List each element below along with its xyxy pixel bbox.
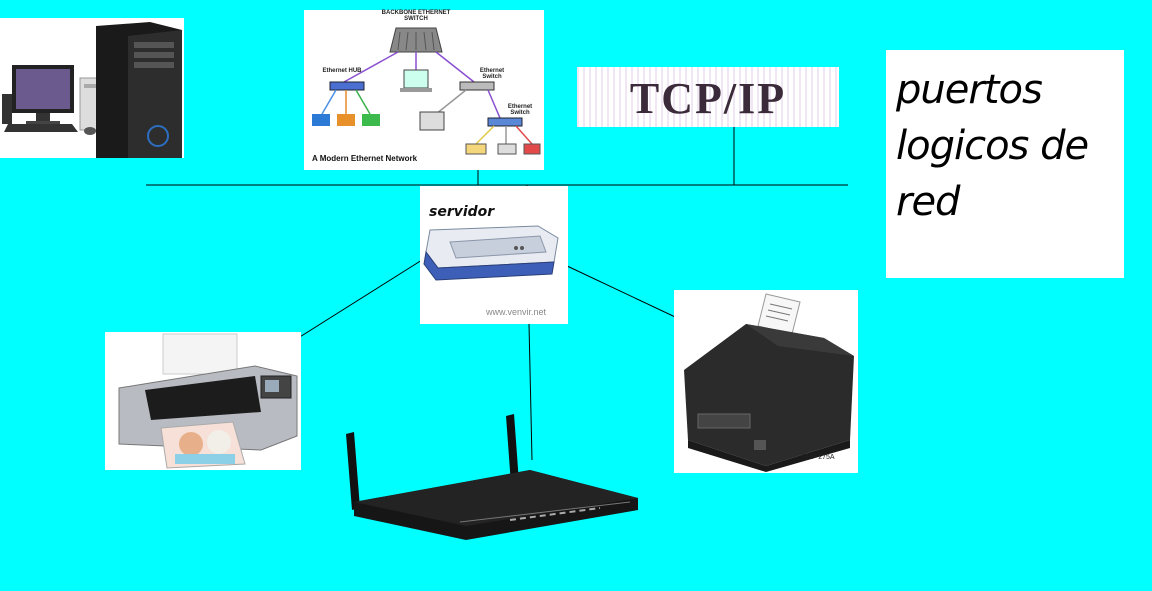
inkjet-printer-image bbox=[105, 332, 301, 470]
receipt-printer-model: SRP 275A bbox=[802, 454, 835, 461]
note-box: puertos logicos de red bbox=[886, 50, 1124, 278]
tcp-ip-image: TCP/IP bbox=[577, 67, 839, 127]
receipt-printer-image: SRP 275A bbox=[674, 290, 858, 473]
note-text: puertos logicos de red bbox=[896, 67, 1089, 225]
backbone-switch-label: BACKBONE ETHERNET SWITCH bbox=[381, 10, 451, 22]
ethernet-network-image: BACKBONE ETHERNET SWITCH Ethernet HUB Et… bbox=[304, 10, 544, 170]
desktop-computer-image bbox=[0, 18, 184, 158]
tcp-ip-text: TCP/IP bbox=[629, 74, 787, 123]
hub-label: Ethernet HUB bbox=[322, 68, 362, 74]
switch2-label: Ethernet Switch bbox=[507, 104, 533, 116]
ethernet-caption: A Modern Ethernet Network bbox=[312, 154, 418, 163]
link-server-router bbox=[528, 323, 533, 461]
switch-label: Ethernet Switch bbox=[479, 68, 505, 80]
server-image: servidor www.venvir.net bbox=[420, 186, 568, 324]
router-image bbox=[340, 412, 642, 544]
server-watermark: www.venvir.net bbox=[486, 307, 547, 317]
server-label: servidor bbox=[429, 204, 495, 220]
